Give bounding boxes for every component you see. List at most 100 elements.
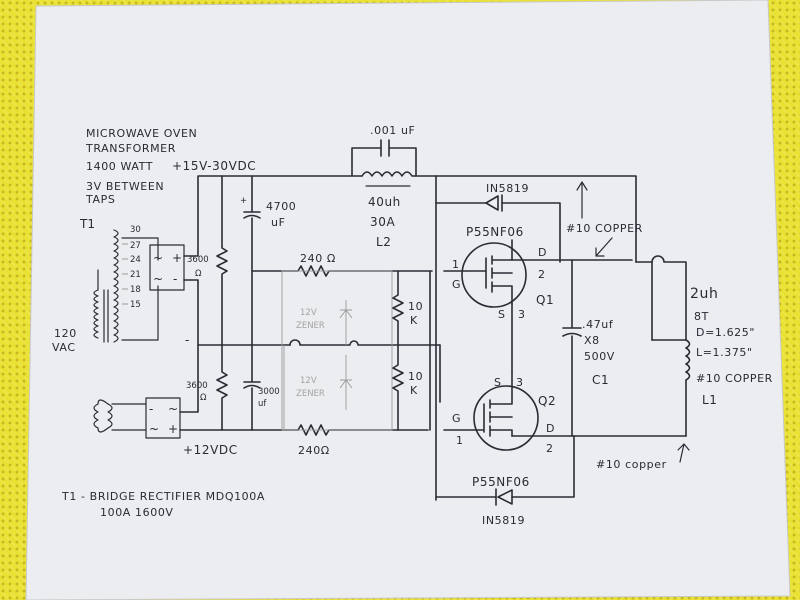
primary-coil [93,289,99,339]
rail-minus-b [289,339,441,346]
d2-label: IN5819 [482,514,525,527]
bridge-bot-ac-2: ~ [168,402,178,416]
q1-body [461,242,527,308]
zener1-voltage: 12V [300,308,317,318]
l1-length: L=1.375" [696,346,753,359]
q1-pin-d: D [538,246,547,259]
aux-coil-ends [97,399,109,433]
aux-coil [93,403,113,429]
d1-wires [435,202,561,263]
bottom-note-line-1: T1 - BRIDGE RECTIFIER MDQ100A [61,490,265,503]
q1-pin-1: 1 [452,258,460,271]
resistor-10k-top: 10 K [392,270,423,346]
note-line-3: 1400 WATT [86,160,153,173]
l1-diameter: D=1.625" [696,326,755,339]
q2-symbol [443,371,513,437]
bridge-bot-ac: ~ [149,422,159,436]
inductor-l1: 2uh 8T D=1.625" L=1.375" #10 COPPER L1 [635,255,773,437]
resistor-10k-bottom: 10 K [392,344,423,431]
minus-rail-label: - [185,333,189,347]
capacitor-4700: + 4700 uF [240,175,296,346]
r10k-bot-value: 10 [408,370,423,383]
zener-symbols [339,300,353,410]
c4700-symbol [243,175,261,346]
c1-name: C1 [592,373,609,387]
q2-pin-g: G [452,412,461,425]
arrow-diag-icon [595,237,613,257]
rail-minus-a [183,279,291,346]
q1-part: P55NF06 [466,225,524,239]
l2-current: 30A [370,215,395,229]
note-line-2: TRANSFORMER [85,142,176,155]
q2-pin-3: 3 [516,376,524,389]
snubber-symbol [351,139,417,177]
q1-pin-s: S [498,308,506,321]
transformer-t1: T1 120 VAC 30 27 24 21 18 15 [52,217,159,433]
bottom-note: T1 - BRIDGE RECTIFIER MDQ100A 100A 1600V [61,490,265,519]
tap-27: 27 [130,241,141,251]
l1-wire: #10 COPPER [696,372,773,385]
bridge-bot-plus: + [168,422,178,436]
c4700-value: 4700 [266,200,296,213]
q2-pin-1: 1 [456,434,464,447]
bridge-top-plus: + [172,251,182,265]
wire-note-bottom: #10 copper [596,458,667,471]
sec-lead-bot [121,285,159,341]
mosfet-q1: P55NF06 Q1 1 G D 2 S 3 [443,225,633,373]
mosfet-q2: P55NF06 Q2 G 1 S 3 D 2 [443,371,687,489]
bridge-bot-ac-leads [111,403,147,431]
c4700-plus: + [240,196,247,206]
l1-coil [685,339,691,437]
note-line-5: TAPS [85,193,115,206]
r10k-top-unit: K [410,314,418,327]
r240-bot-symbol [297,424,429,436]
arrow-up-icon [576,181,588,219]
bridge-rectifier-bottom: - ~ ~ + [111,397,181,439]
c1-multiplier: X8 [584,334,600,347]
supply-high-label: +15V-30VDC [172,159,256,173]
inductor-l2: 40uh 30A L2 [361,171,437,249]
r10k-top-symbol [392,270,404,346]
supply-low-label: +12VDC [183,443,238,457]
tap-labels: 30 27 24 21 18 15 [130,225,141,310]
d1-label: IN5819 [486,182,529,195]
c1-symbol [562,259,582,437]
wire-notes: #10 COPPER #10 copper [566,181,690,471]
sec-lead-top [121,237,159,261]
q2-part: P55NF06 [472,475,530,489]
bridge-box-top [149,244,185,291]
q1-name: Q1 [536,293,554,307]
c1-voltage: 500V [584,350,615,363]
r240-top-value: 240 Ω [300,252,336,265]
c3000-unit: uf [258,399,267,409]
arrow-up-right-icon [677,443,690,463]
r10k-top-value: 10 [408,300,423,313]
r10k-bot-unit: K [410,384,418,397]
snubber-capacitor: .001 uF [351,124,417,177]
r-bot-unit: Ω [200,393,207,403]
bridge-rectifier-top: ~ ~ + - [149,244,185,291]
zener-region: 12V ZENER 12V ZENER [281,270,393,431]
zener2-label: ZENER [296,389,325,399]
bridge-box-bottom [145,397,181,439]
q2-pin-s: S [494,376,502,389]
wire-note-top: #10 COPPER [566,222,643,235]
c3000-symbol [243,344,261,431]
q1-pin-g: G [452,278,461,291]
paper-sheet [25,0,791,600]
tap-30: 30 [130,225,141,235]
l1-top-hop [651,255,687,341]
note-line-4: 3V BETWEEN [86,180,164,193]
q2-pin-2: 2 [546,442,554,455]
tap-21: 21 [130,270,141,280]
zener2-voltage: 12V [300,376,317,386]
d2-wires [435,435,575,498]
c1-value: .47uf [582,318,614,331]
resistor-3600-bottom: 3600 Ω [186,344,228,431]
l1-name: L1 [702,393,718,407]
zener-box [281,270,393,431]
c3000-value: 3000 [258,387,280,397]
resistor-3600-top: 3600 Ω [187,175,228,346]
r3600-bot-symbol [216,344,228,431]
